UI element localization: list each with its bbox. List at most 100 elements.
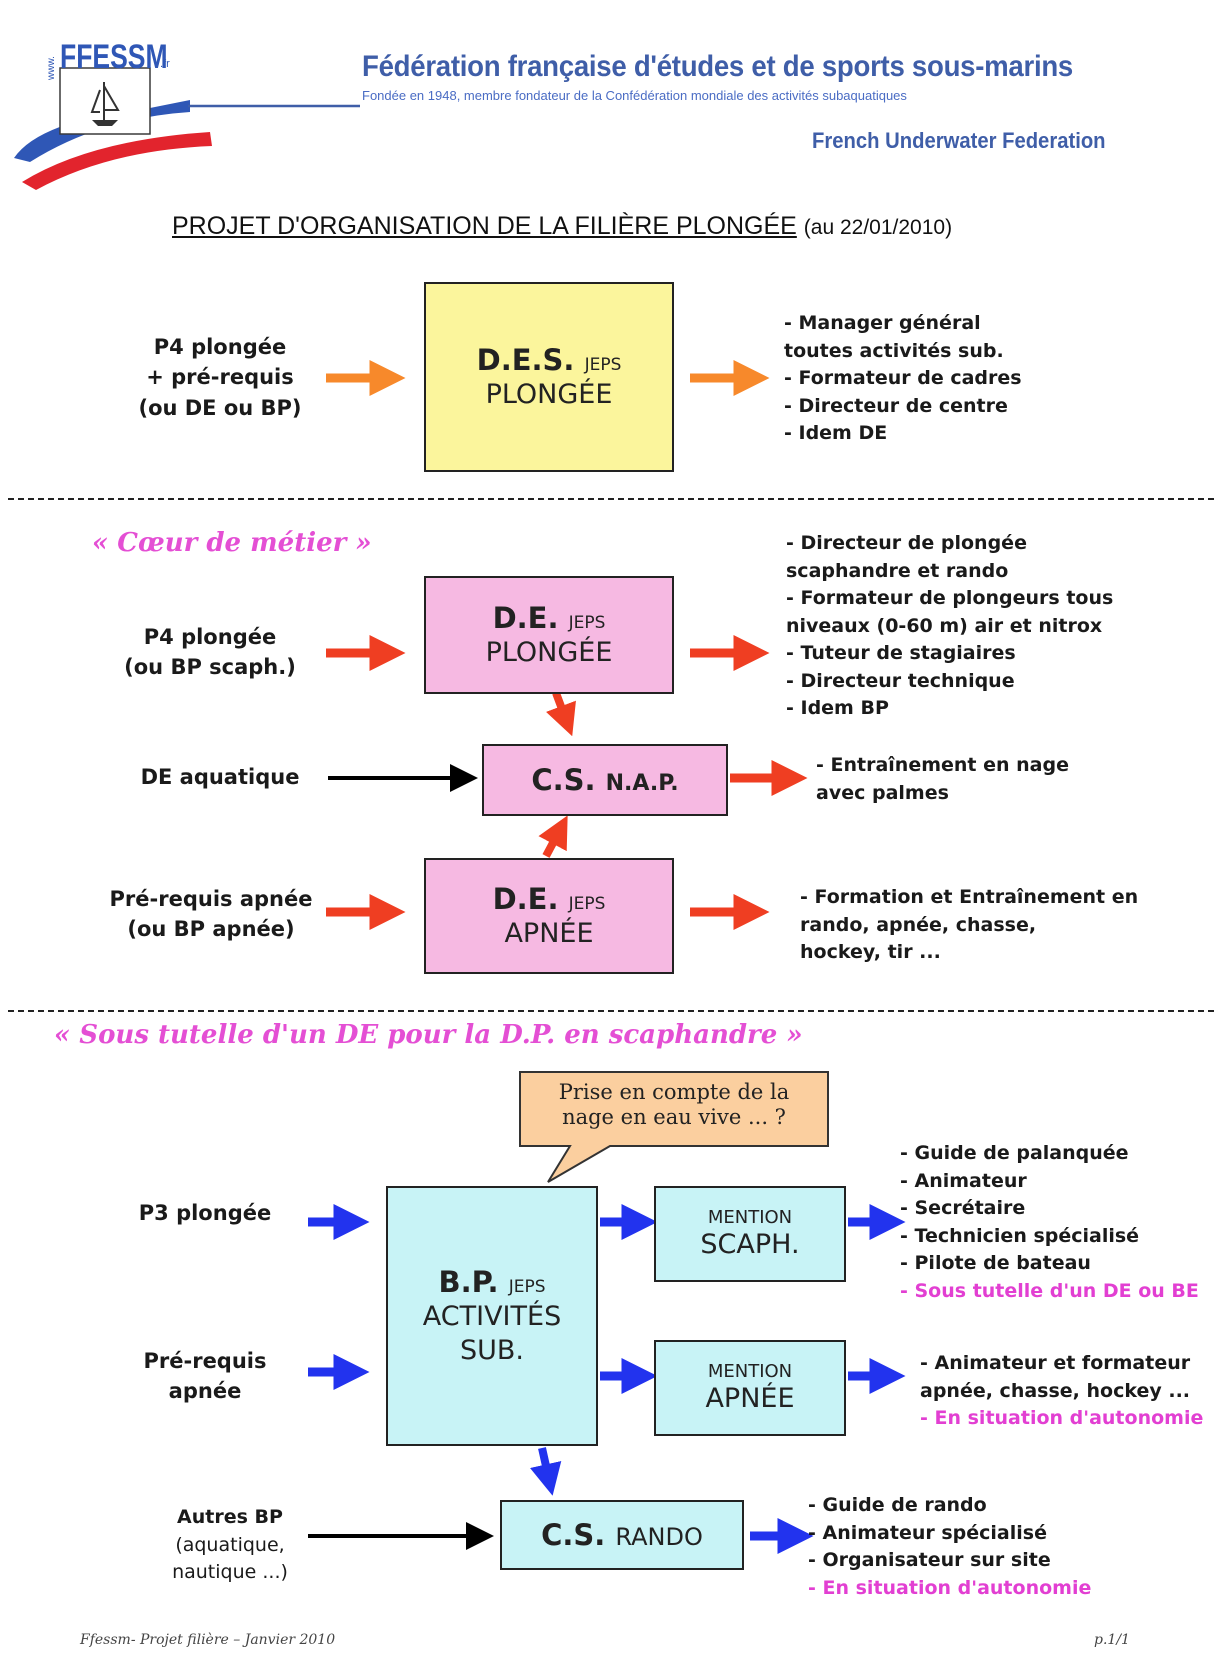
prereq-input-line-1: Pré-requis bbox=[143, 1349, 267, 1373]
cs-nap-box-line1: C.S. N.A.P. bbox=[531, 762, 679, 797]
de-apnee-output-3: hockey, tir ... bbox=[800, 941, 941, 964]
des-input: P4 plongée + pré-requis (ou DE ou BP) bbox=[130, 332, 310, 423]
des-input-line-1: P4 plongée bbox=[153, 335, 287, 359]
de-plongee-output-2: scaphandre et rando bbox=[786, 559, 1009, 582]
de-apnee-input-line-1: Pré-requis apnée bbox=[109, 887, 313, 911]
autres-input-line-1: Autres BP bbox=[177, 1506, 283, 1528]
autres-input-line-2: (aquatique, bbox=[175, 1533, 285, 1556]
arrow-de-apnee-to-csnap bbox=[538, 815, 568, 858]
english-name: French Underwater Federation bbox=[812, 128, 1106, 153]
de-plongee-box-jeps: JEPS bbox=[568, 613, 606, 633]
callout-bubble bbox=[519, 1071, 829, 1183]
p3-input: P3 plongée bbox=[110, 1198, 300, 1228]
prereq-input-line-2: apnée bbox=[168, 1379, 242, 1404]
de-plongee-output-5: - Tuteur de stagiaires bbox=[786, 642, 1016, 665]
des-input-line-2: + pré-requis bbox=[146, 365, 294, 390]
des-plongee-box: D.E.S. JEPS PLONGÉE bbox=[424, 282, 674, 472]
de-plongee-output-6: - Directeur technique bbox=[786, 669, 1015, 692]
csnap-input: DE aquatique bbox=[120, 762, 320, 792]
des-box-line1: D.E.S. JEPS bbox=[476, 343, 622, 377]
de-apnee-box: D.E. JEPS APNÉE bbox=[424, 858, 674, 974]
mention-scaph-big: SCAPH. bbox=[700, 1228, 800, 1260]
page-title-main: PROJET D'ORGANISATION DE LA FILIÈRE PLON… bbox=[172, 212, 797, 240]
autres-input-line-3: nautique ...) bbox=[172, 1561, 288, 1584]
scaph-output-note: - Sous tutelle d'un DE ou BE bbox=[900, 1279, 1199, 1302]
footer-left: Ffessm- Projet filière – Janvier 2010 bbox=[80, 1632, 336, 1648]
page-title-date: (au 22/01/2010) bbox=[803, 216, 953, 239]
arrow-de-plongee-to-csnap bbox=[545, 691, 576, 737]
page-title: PROJET D'ORGANISATION DE LA FILIÈRE PLON… bbox=[172, 212, 952, 241]
bp-box-line1: B.P. JEPS bbox=[438, 1265, 546, 1300]
mention-apnee-big: APNÉE bbox=[705, 1382, 795, 1414]
des-input-line-3: (ou DE ou BP) bbox=[138, 395, 302, 420]
callout-line-2: nage en eau vive ... ? bbox=[562, 1105, 786, 1130]
mention-scaph-box: MENTION SCAPH. bbox=[654, 1186, 846, 1282]
mention-apnee-box: MENTION APNÉE bbox=[654, 1340, 846, 1436]
des-output-2: toutes activités sub. bbox=[784, 339, 1004, 362]
mention-scaph-outputs: - Guide de palanquée - Animateur - Secré… bbox=[900, 1140, 1199, 1305]
de-apnee-input-line-2: (ou BP apnée) bbox=[127, 917, 295, 942]
callout-text: Prise en compte de la nage en eau vive .… bbox=[524, 1080, 824, 1130]
de-plongee-output-4: niveaux (0-60 m) air et nitrox bbox=[786, 614, 1103, 637]
des-output-3: - Formateur de cadres bbox=[784, 367, 1022, 390]
autres-input: Autres BP (aquatique, nautique ...) bbox=[150, 1504, 310, 1587]
p3-input-line-1: P3 plongée bbox=[138, 1201, 272, 1225]
bp-box-jeps: JEPS bbox=[508, 1277, 546, 1298]
apnee-output-1: - Animateur et formateur bbox=[920, 1352, 1191, 1374]
scaph-output-5: - Pilote de bateau bbox=[900, 1252, 1091, 1275]
de-apnee-box-line1: D.E. JEPS bbox=[492, 882, 606, 916]
des-output-4: - Directeur de centre bbox=[784, 394, 1008, 417]
csnap-output-2: avec palmes bbox=[816, 781, 949, 804]
scaph-output-4: - Technicien spécialisé bbox=[900, 1224, 1140, 1247]
cs-nap-box: C.S. N.A.P. bbox=[482, 744, 728, 816]
de-plongee-output-3: - Formateur de plongeurs tous bbox=[786, 587, 1114, 610]
de-plongee-box-line1: D.E. JEPS bbox=[492, 601, 606, 635]
des-outputs: - Manager général toutes activités sub. … bbox=[784, 310, 1022, 448]
csnap-outputs: - Entraînement en nage avec palmes bbox=[816, 752, 1069, 807]
scaph-output-2: - Animateur bbox=[900, 1169, 1027, 1192]
de-apnee-box-jeps: JEPS bbox=[568, 894, 606, 914]
callout-line-1: Prise en compte de la bbox=[558, 1080, 790, 1104]
csnap-input-line-1: DE aquatique bbox=[140, 765, 300, 789]
apnee-output-2: apnée, chasse, hockey ... bbox=[920, 1379, 1191, 1402]
csnap-output-1: - Entraînement en nage bbox=[816, 754, 1069, 776]
coeur-heading: « Cœur de métier » bbox=[92, 528, 372, 558]
bp-activites-box: B.P. JEPS ACTIVITÉS SUB. bbox=[386, 1186, 598, 1446]
prereq-input: Pré-requis apnée bbox=[110, 1346, 300, 1407]
de-plongee-input: P4 plongée (ou BP scaph.) bbox=[110, 622, 310, 683]
divider-2 bbox=[8, 1010, 1214, 1012]
cs-nap-box-rest: N.A.P. bbox=[605, 770, 679, 796]
rando-output-1: - Guide de rando bbox=[808, 1494, 987, 1516]
apnee-output-note: - En situation d'autonomie bbox=[920, 1407, 1204, 1430]
cs-rando-box: C.S. RANDO bbox=[500, 1500, 744, 1570]
de-plongee-output-1: - Directeur de plongée bbox=[786, 532, 1027, 554]
bp-box-line2: ACTIVITÉS bbox=[422, 1301, 562, 1333]
de-plongee-input-line-2: (ou BP scaph.) bbox=[124, 655, 296, 680]
mention-apnee-outputs: - Animateur et formateur apnée, chasse, … bbox=[920, 1350, 1203, 1433]
de-plongee-output-7: - Idem BP bbox=[786, 697, 889, 720]
rando-output-note: - En situation d'autonomie bbox=[808, 1576, 1092, 1599]
de-plongee-input-line-1: P4 plongée bbox=[143, 625, 277, 649]
cs-rando-outputs: - Guide de rando - Animateur spécialisé … bbox=[808, 1492, 1091, 1602]
logo-text: FFESSM bbox=[60, 38, 168, 76]
federation-name: Fédération française d'études et de spor… bbox=[362, 50, 1074, 83]
de-plongee-box: D.E. JEPS PLONGÉE bbox=[424, 576, 674, 694]
cs-rando-rest: RANDO bbox=[615, 1522, 703, 1551]
de-apnee-outputs: - Formation et Entraînement en rando, ap… bbox=[800, 884, 1138, 967]
cs-rando-line1: C.S. RANDO bbox=[541, 1517, 703, 1552]
des-output-1: - Manager général bbox=[784, 312, 981, 334]
federation-subtitle: Fondée en 1948, membre fondateur de la C… bbox=[362, 88, 907, 103]
scaph-output-1: - Guide de palanquée bbox=[900, 1142, 1129, 1164]
scaph-output-3: - Secrétaire bbox=[900, 1197, 1026, 1220]
divider-1 bbox=[8, 498, 1214, 500]
de-plongee-box-line2: PLONGÉE bbox=[485, 637, 613, 669]
rando-output-3: - Organisateur sur site bbox=[808, 1549, 1051, 1572]
de-apnee-box-line2: APNÉE bbox=[504, 918, 594, 950]
tutelle-heading: « Sous tutelle d'un DE pour la D.P. en s… bbox=[54, 1020, 803, 1050]
bp-box-line3: SUB. bbox=[459, 1335, 524, 1367]
des-output-5: - Idem DE bbox=[784, 422, 888, 445]
mention-apnee-small: MENTION bbox=[707, 1360, 793, 1382]
de-apnee-input: Pré-requis apnée (ou BP apnée) bbox=[96, 884, 326, 945]
des-box-jeps: JEPS bbox=[584, 355, 622, 375]
